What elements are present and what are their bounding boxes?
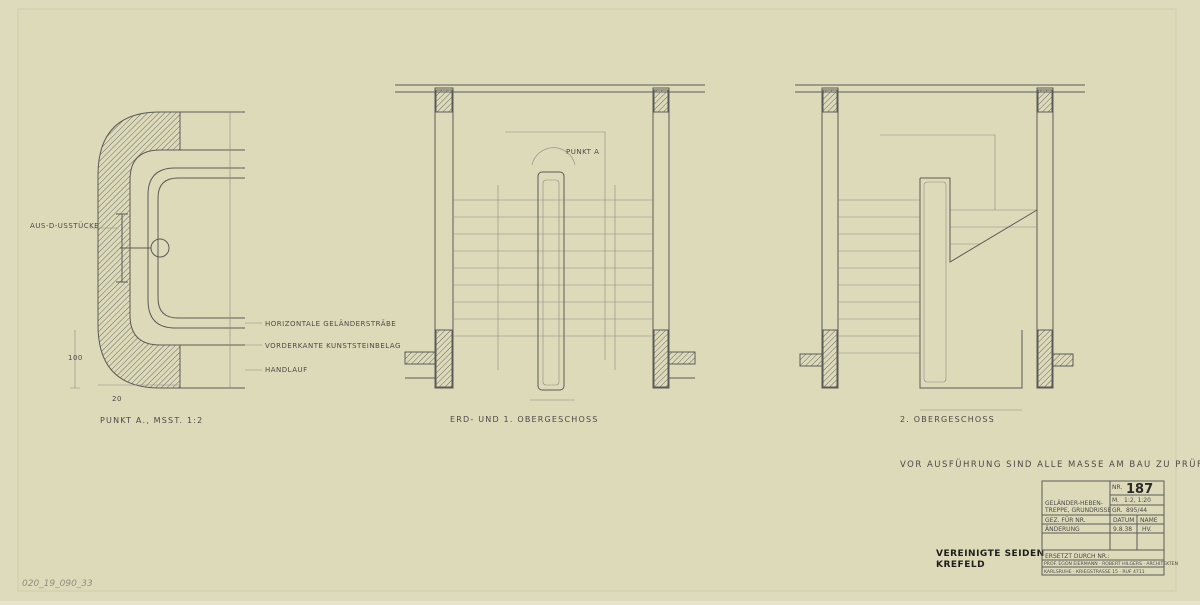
tb-gr-label: GR. xyxy=(1112,507,1123,514)
tb-name-value: HV. xyxy=(1142,526,1152,533)
plan-erdgeschoss: PUNKT A ERD- UND 1. OBERGESCHOSS xyxy=(395,84,705,424)
pencil-inventory-note: 020_19_090_33 xyxy=(22,579,93,589)
tb-title-line-1: GELÄNDER-HEBEN- xyxy=(1045,500,1103,507)
label-aussparung: AUS-D-USSTÜCKE xyxy=(30,221,99,230)
title-block: NR. 187 M. 1:2, 1:20 GR. 895/44 GELÄNDER… xyxy=(1041,480,1178,576)
label-punkt-a: PUNKT A xyxy=(566,148,599,156)
paper xyxy=(17,8,1177,592)
label-vorderkante: VORDERKANTE KUNSTSTEINBELAG xyxy=(265,342,401,350)
plan-obergeschoss: 2. OBERGESCHOSS xyxy=(795,84,1085,424)
stamp-line-2: KREFELD xyxy=(936,560,985,570)
tb-gez-label: GEZ. FÜR NR. xyxy=(1045,517,1086,524)
tb-gr-value: 895/44 xyxy=(1126,507,1147,514)
verification-note: VOR AUSFÜHRUNG SIND ALLE MASSE AM BAU ZU… xyxy=(900,459,1200,470)
tb-scale-label: M. xyxy=(1112,497,1119,504)
tb-datum-label: DATUM xyxy=(1113,517,1134,524)
tb-nr-value: 187 xyxy=(1126,482,1153,497)
caption-obergeschoss: 2. OBERGESCHOSS xyxy=(900,415,995,424)
tb-scale-value: 1:2, 1:20 xyxy=(1124,497,1151,504)
dim-width: 20 xyxy=(112,395,122,403)
tb-date-value: 9.8.38 xyxy=(1113,526,1132,533)
tb-ersetzt-label: ERSETZT DURCH NR.: xyxy=(1045,553,1110,560)
tb-title-line-2: TREPPE, GRUNDRISSE xyxy=(1044,507,1111,514)
tb-firm-line-2: KARLSRUHE · KRIEGSTRASSE 15 · RUF 4711 xyxy=(1044,569,1145,575)
tb-name-label: NAME xyxy=(1140,517,1158,524)
tb-nr-label: NR. xyxy=(1112,484,1122,491)
caption-erdgeschoss: ERD- UND 1. OBERGESCHOSS xyxy=(450,415,599,424)
caption-punkt-a: PUNKT A., MSST. 1:2 xyxy=(100,416,203,425)
label-horizontale: HORIZONTALE GELÄNDERSTRÄBE xyxy=(265,319,396,328)
label-handlauf: HANDLAUF xyxy=(265,366,308,374)
detail-punkt-a: AUS-D-USSTÜCKE HORIZONTALE GELÄNDERSTRÄB… xyxy=(30,111,401,425)
dim-height: 100 xyxy=(68,354,83,362)
tb-firm-line-1: PROF. EGON EIERMANN · ROBERT HILGERS · A… xyxy=(1044,561,1178,567)
stamp-line-1: VEREINIGTE SEIDEN xyxy=(936,549,1045,559)
tb-aenderung-label: ÄNDERUNG xyxy=(1045,526,1080,533)
